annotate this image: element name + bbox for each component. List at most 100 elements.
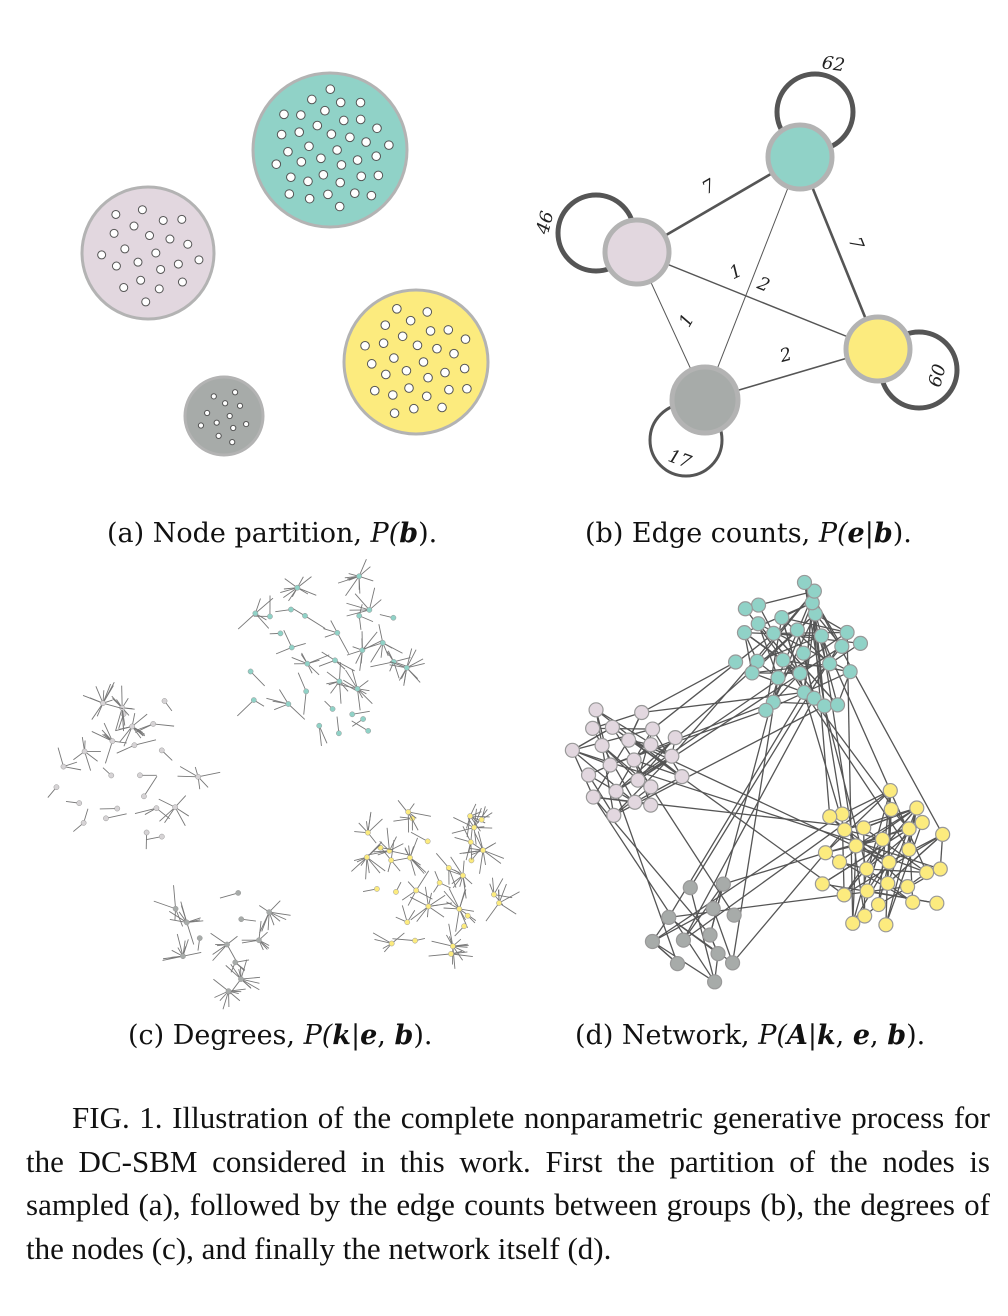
partition-node	[296, 157, 307, 167]
degree-stub	[91, 731, 113, 742]
degree-node	[407, 854, 413, 861]
degree-node	[252, 610, 259, 617]
network-edge	[757, 623, 801, 674]
network-edge	[887, 807, 918, 884]
network-node	[727, 654, 744, 670]
degree-stub	[345, 576, 360, 596]
partition-node	[369, 385, 380, 396]
degree-stub	[367, 818, 383, 833]
degree-stub	[356, 688, 361, 711]
degree-stub	[240, 978, 260, 991]
block-pink	[602, 217, 672, 287]
degree-node	[172, 905, 179, 912]
degree-stub	[174, 806, 186, 826]
degree-stub	[389, 850, 411, 856]
degree-stub	[428, 953, 452, 957]
network-node	[585, 789, 601, 805]
partition-node	[210, 393, 217, 400]
partition-node	[335, 177, 346, 188]
degree-node	[302, 612, 308, 619]
partition-node	[294, 127, 305, 137]
degree-stub	[240, 978, 260, 984]
degree-node	[158, 747, 165, 754]
network-edge	[781, 617, 846, 831]
degree-stub	[176, 933, 184, 957]
network-edge	[887, 833, 944, 884]
degree-stub	[357, 688, 373, 705]
degree-stub	[84, 751, 92, 771]
degree-node	[196, 935, 203, 941]
label-self-teal: 62	[821, 52, 847, 76]
partition-node	[230, 424, 237, 432]
degree-node	[288, 644, 295, 651]
network-node	[758, 702, 774, 718]
degree-stub	[119, 726, 133, 743]
degree-stub	[237, 699, 255, 717]
label-teal-yellow: 7	[844, 234, 868, 253]
network-node	[750, 597, 767, 613]
network-node	[837, 822, 853, 838]
partition-node	[372, 123, 382, 134]
network-node	[882, 782, 898, 799]
caption-d-var2: k	[816, 1020, 836, 1051]
caption-d-math: P(	[758, 1020, 787, 1051]
partition-node	[279, 109, 289, 120]
partition-node	[320, 105, 330, 116]
degree-stub	[362, 631, 378, 651]
partition-node	[183, 239, 193, 249]
network-edge	[641, 661, 736, 714]
network-node	[744, 665, 760, 681]
partition-node	[349, 188, 360, 198]
degree-stub	[57, 747, 64, 767]
caption-d-var3: e	[852, 1020, 871, 1051]
network-node	[644, 721, 661, 737]
degree-stub	[102, 702, 124, 710]
panel-d-network	[564, 574, 951, 990]
degree-stub	[105, 813, 127, 819]
degree-node	[232, 959, 239, 966]
degree-stub	[115, 707, 123, 731]
degree-stub	[415, 870, 430, 891]
partition-node	[373, 170, 384, 181]
network-edge	[689, 632, 848, 888]
caption-panel-a: (a) Node partition, P(b).	[107, 518, 437, 549]
degree-node	[404, 919, 411, 926]
degree-node	[496, 900, 502, 906]
degree-stub	[169, 910, 188, 923]
partition-node	[356, 171, 367, 182]
degree-stub	[392, 938, 416, 942]
degree-node	[403, 664, 410, 671]
degree-stub	[104, 741, 113, 764]
degree-stub	[366, 856, 386, 872]
network-edge	[782, 659, 851, 673]
partition-node	[213, 419, 220, 426]
label-teal-gray: 2	[753, 272, 772, 296]
partition-node	[111, 209, 121, 219]
network-node	[796, 574, 813, 591]
degree-stub	[406, 648, 413, 668]
degree-stub	[473, 827, 477, 845]
network-edge	[757, 635, 822, 662]
block-nodes	[602, 122, 913, 436]
degree-node	[131, 742, 138, 749]
network-node	[836, 887, 852, 903]
caption-d-sep: |	[807, 1020, 817, 1051]
partition-node	[236, 402, 244, 409]
partition-node	[326, 129, 337, 139]
degree-stub	[450, 953, 473, 958]
network-edge	[671, 590, 815, 757]
degree-stub	[416, 906, 429, 922]
degree-node	[356, 573, 362, 580]
partition-node	[397, 331, 408, 342]
network-edge	[723, 852, 826, 885]
edge-count-labels: 62 46 60 17 7 7 1 2 1 2	[532, 52, 951, 473]
degree-node	[390, 614, 397, 621]
degree-stub	[359, 650, 363, 671]
partition-node	[151, 248, 161, 258]
degree-stub	[462, 826, 472, 843]
network-node	[602, 757, 618, 773]
degree-stub	[219, 892, 239, 899]
panel-c-degrees	[47, 559, 520, 1010]
partition-node	[360, 340, 370, 351]
partition-node	[111, 261, 121, 271]
